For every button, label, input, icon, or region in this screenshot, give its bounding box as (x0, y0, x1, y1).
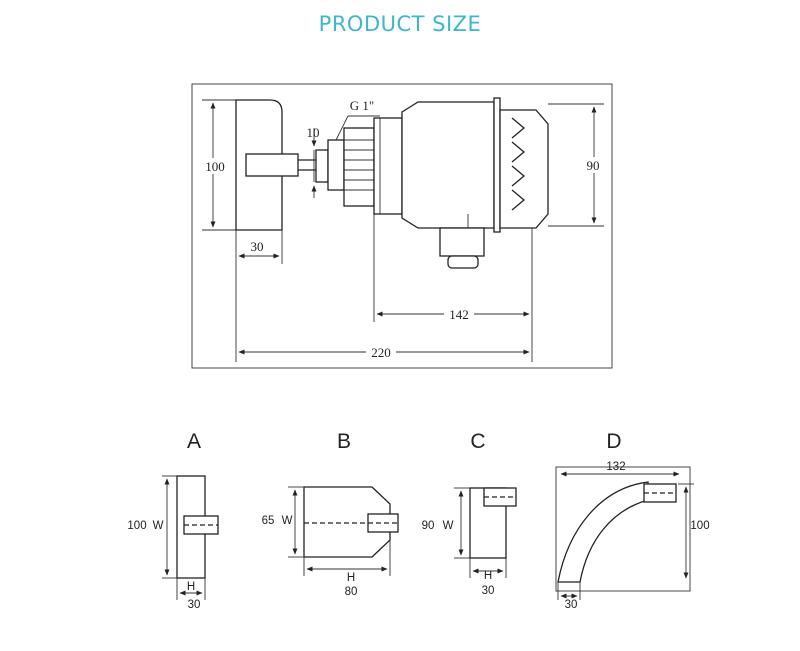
variant-b-width-label: 80 (345, 586, 358, 598)
variant-d: D 132 100 30 (555, 430, 710, 611)
dim-220-label: 220 (371, 345, 391, 360)
dim-100-label: 100 (205, 159, 225, 174)
variant-c: C 90 W H 30 (422, 430, 517, 597)
housing-body (401, 101, 495, 229)
thread-label: G 1" (350, 98, 374, 113)
variant-a-width-symbol: H (187, 581, 195, 593)
variant-c-width-symbol: H (484, 570, 492, 582)
housing-flange (493, 97, 501, 233)
variant-d-paddle (557, 481, 649, 583)
variant-d-height-label: 100 (690, 520, 709, 532)
variant-b-height-label: 65 (262, 515, 275, 527)
variant-a-height-label: 100 (127, 520, 146, 532)
main-drawing: 100 30 10 G 1" 90 142 220 (191, 83, 613, 369)
variant-b: B 65 W H 80 (262, 430, 399, 598)
variant-b-letter: B (337, 430, 351, 453)
variant-c-height-label: 90 (422, 520, 435, 532)
variant-c-height-symbol: W (443, 520, 454, 532)
variant-b-width-symbol: H (347, 572, 355, 584)
housing-cap (499, 109, 549, 229)
paddle-shaft (245, 153, 299, 177)
variant-c-letter: C (470, 430, 485, 453)
dim-30-label: 30 (251, 239, 264, 254)
variant-c-width-label: 30 (482, 585, 495, 597)
variant-d-width-label: 30 (565, 599, 578, 611)
thread-fitting (327, 117, 403, 215)
gland-nut (447, 255, 479, 269)
variant-d-top-label: 132 (606, 461, 625, 473)
variant-a-height-symbol: W (153, 520, 164, 532)
drawing-frame (191, 83, 613, 369)
dim-90-label: 90 (587, 158, 600, 173)
dim-142-label: 142 (449, 307, 469, 322)
variant-b-height-symbol: W (282, 515, 293, 527)
variant-a-letter: A (187, 430, 201, 453)
variant-d-letter: D (606, 430, 621, 453)
variant-a: A 100 W H 30 (127, 430, 219, 611)
cable-gland (439, 227, 485, 257)
shaft-coupling (315, 149, 329, 183)
dim-10-label: 10 (307, 125, 320, 140)
variant-d-frame (555, 466, 691, 592)
cooling-fins (511, 117, 526, 211)
page-title: PRODUCT SIZE (318, 12, 482, 36)
variant-a-width-label: 30 (188, 599, 201, 611)
